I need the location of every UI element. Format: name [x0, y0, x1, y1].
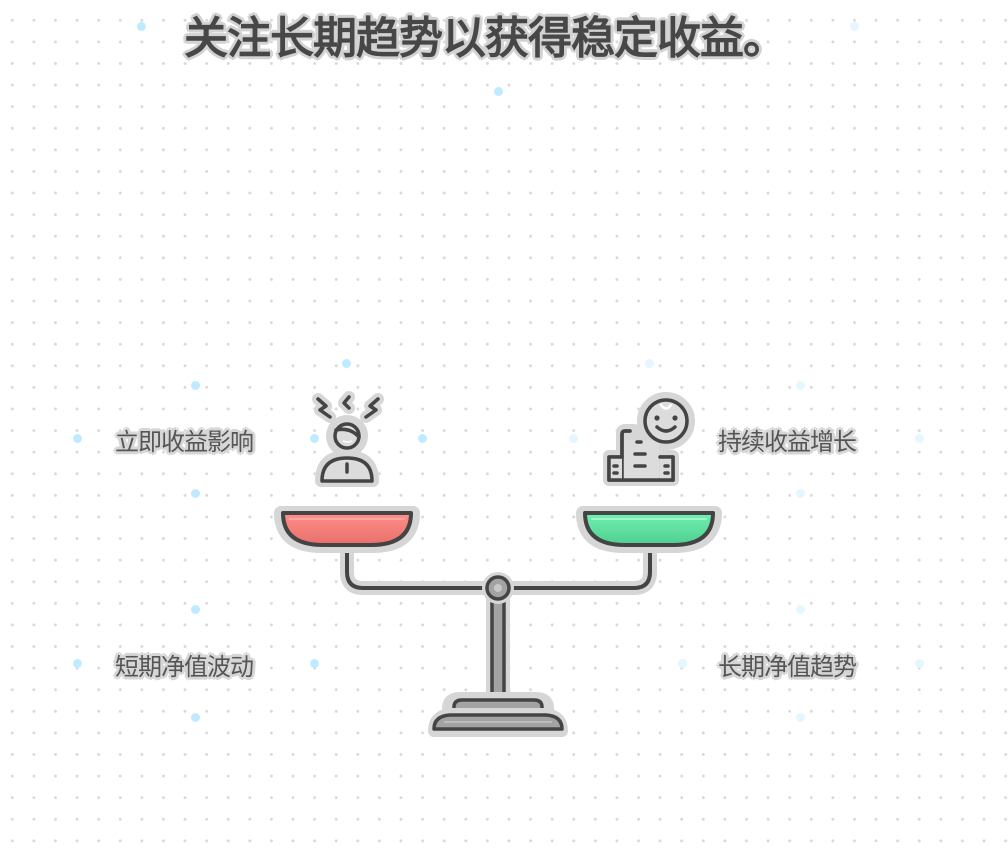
left-scale-pan — [274, 506, 420, 553]
decor-dot — [342, 359, 351, 368]
page-title: 关注长期趋势以获得稳定收益。 — [184, 13, 787, 64]
label-immediate-income-impact: 立即收益影响 — [115, 428, 254, 456]
label-sustained-income-growth: 持续收益增长 — [718, 428, 857, 456]
decor-dot — [569, 434, 578, 443]
decor-dot — [850, 22, 859, 31]
decor-dot — [645, 359, 654, 368]
decor-dot — [796, 605, 805, 614]
decor-dot — [73, 659, 82, 668]
decor-dot — [796, 489, 805, 498]
scale-pivot — [482, 572, 514, 604]
decor-dot — [915, 659, 924, 668]
decor-dot — [796, 381, 805, 390]
decor-dot — [191, 489, 200, 498]
label-short-term-nav-fluctuation: 短期净值波动 — [115, 653, 254, 681]
decor-dot — [418, 434, 427, 443]
happy-building-icon — [603, 392, 695, 486]
scale-stand — [428, 592, 568, 737]
decor-dot — [796, 713, 805, 722]
decor-dot — [494, 87, 503, 96]
label-long-term-nav-trend: 长期净值趋势 — [718, 653, 857, 681]
decor-dot — [310, 659, 319, 668]
decor-dot — [915, 434, 924, 443]
stressed-person-icon — [312, 391, 384, 487]
decor-dot — [191, 713, 200, 722]
decor-dot — [310, 434, 319, 443]
decor-dot — [137, 22, 146, 31]
decor-dot — [678, 659, 687, 668]
decor-dot — [191, 605, 200, 614]
decor-dot — [73, 434, 82, 443]
right-scale-pan — [576, 506, 722, 553]
decor-dot — [191, 381, 200, 390]
